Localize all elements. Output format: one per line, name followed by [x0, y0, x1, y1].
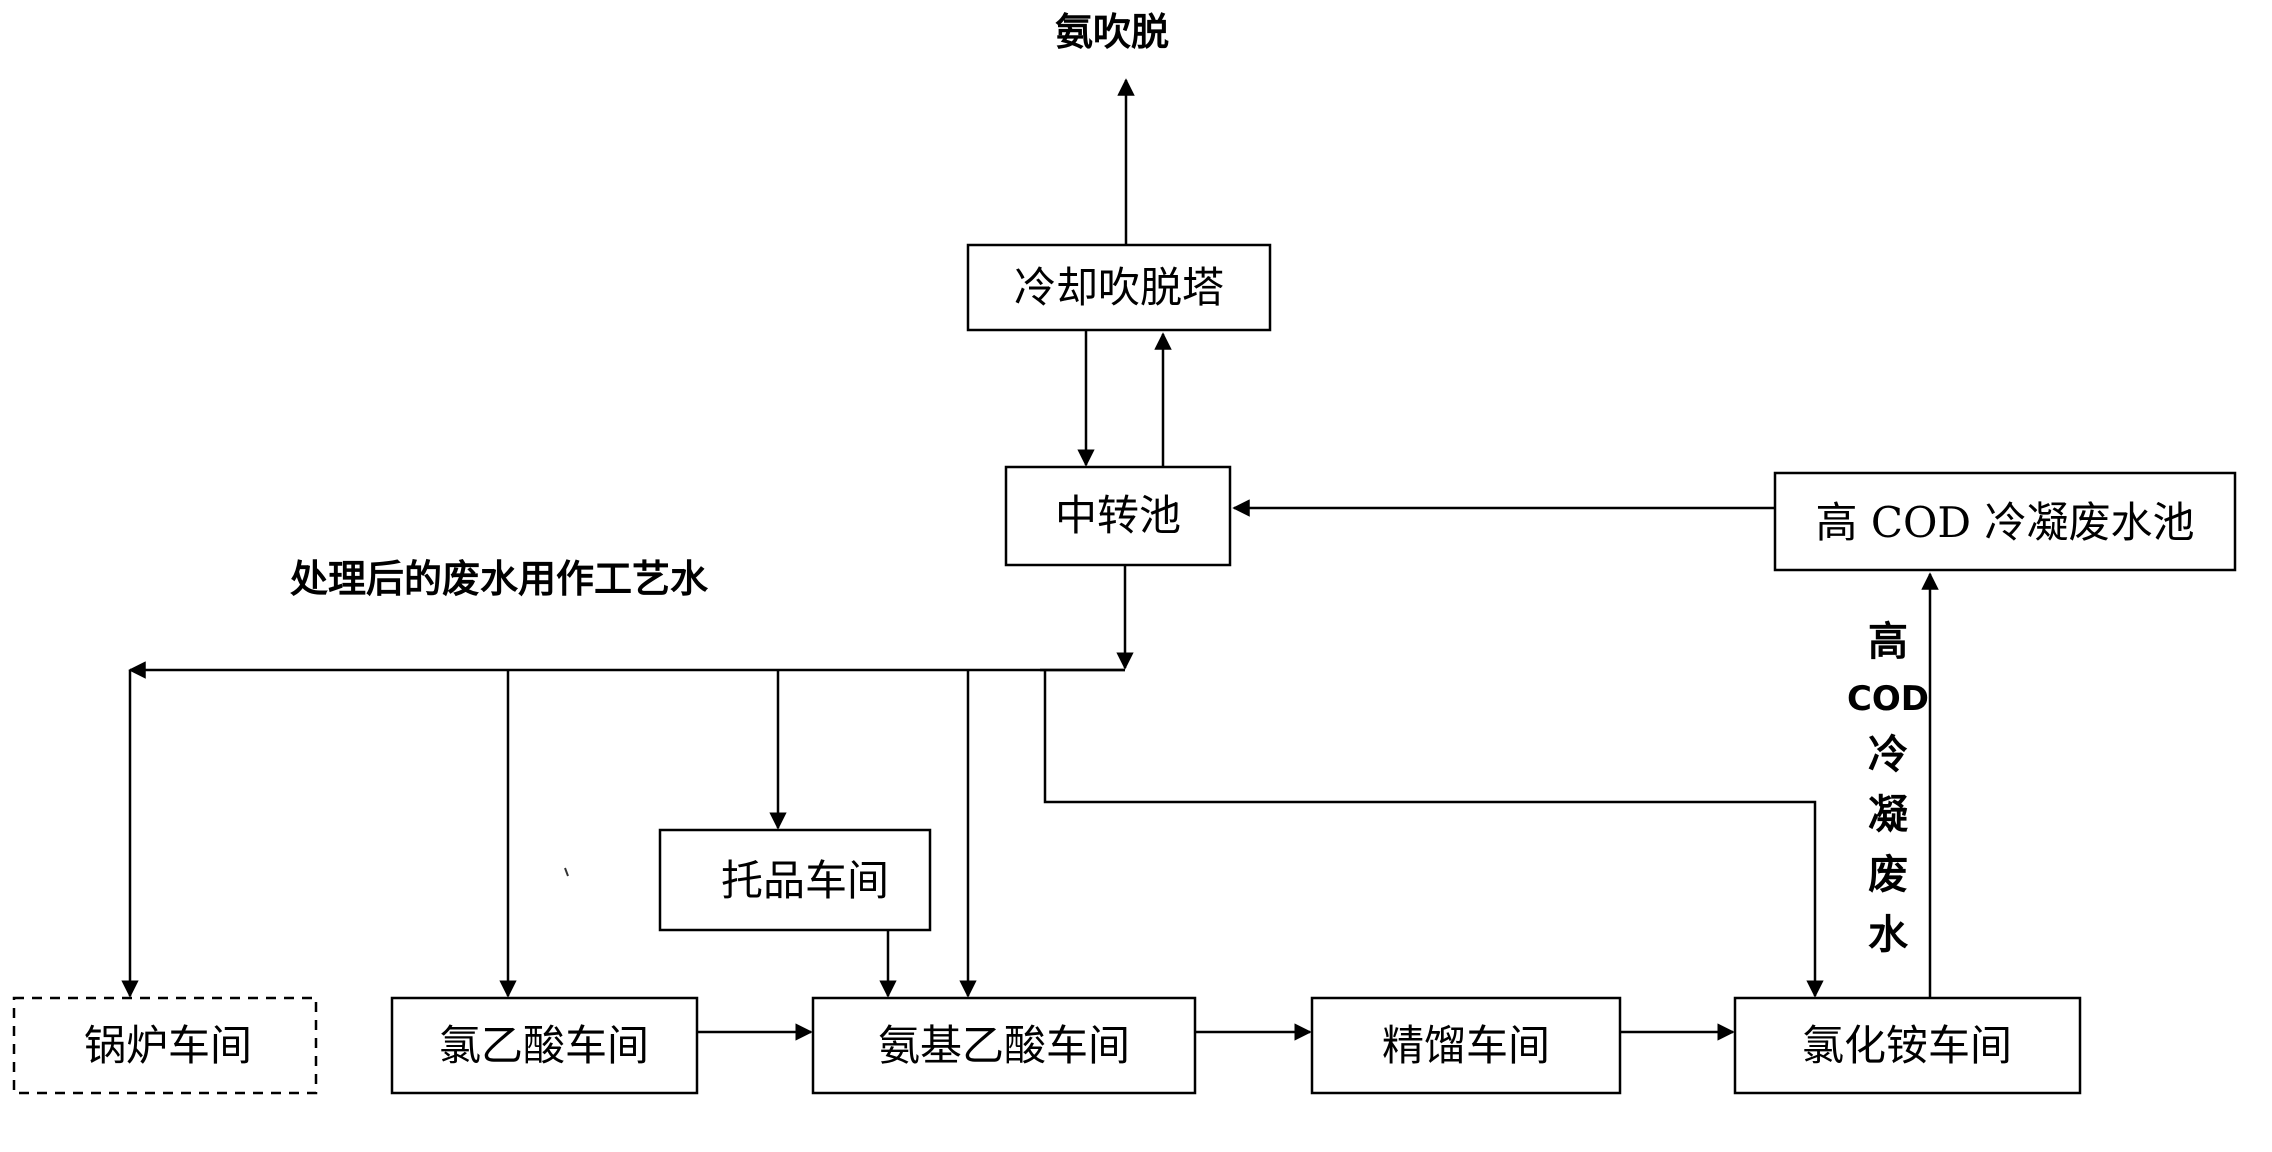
side-label: 处理后的废水用作工艺水	[290, 556, 709, 601]
vertical-label: 高 COD 冷 凝 废 水	[1847, 618, 1929, 958]
box-label: 高 COD 冷凝废水池	[1816, 498, 2195, 547]
vertical-label-char: COD	[1847, 679, 1929, 719]
box-label: 精馏车间	[1382, 1021, 1550, 1070]
box-label: 锅炉车间	[84, 1021, 252, 1070]
box-rectification-workshop: 精馏车间	[1310, 996, 1622, 1095]
box-boiler-workshop: 锅炉车间	[12, 996, 318, 1095]
box-chloroacetic-workshop: 氯乙酸车间	[390, 996, 699, 1095]
scan-speck	[564, 867, 569, 877]
vertical-label-char: 凝	[1868, 791, 1908, 838]
vertical-label-char: 冷	[1868, 731, 1908, 778]
box-transfer-pool: 中转池	[1004, 465, 1232, 567]
box-label: 氯乙酸车间	[439, 1021, 649, 1070]
vertical-label-char: 高	[1868, 618, 1908, 665]
vertical-label-char: 水	[1868, 911, 1909, 958]
top-label: 氨吹脱	[1055, 9, 1169, 54]
box-high-cod-pool: 高 COD 冷凝废水池	[1773, 471, 2237, 572]
box-label: 氯化铵车间	[1802, 1021, 2012, 1070]
box-ammonium-chloride-workshop: 氯化铵车间	[1733, 996, 2082, 1095]
box-cooling-tower: 冷却吹脱塔	[966, 243, 1272, 332]
box-label: 冷却吹脱塔	[1014, 263, 1224, 312]
vertical-label-char: 废	[1868, 851, 1908, 898]
arrow-header-to-ammonium-chloride	[1043, 670, 1824, 998]
box-label: 托品车间	[721, 856, 889, 905]
box-label: 中转池	[1055, 491, 1181, 540]
box-label: 氨基乙酸车间	[878, 1021, 1130, 1070]
box-glycine-workshop: 氨基乙酸车间	[811, 996, 1197, 1095]
box-tuopin-workshop: 托品车间	[658, 828, 932, 932]
